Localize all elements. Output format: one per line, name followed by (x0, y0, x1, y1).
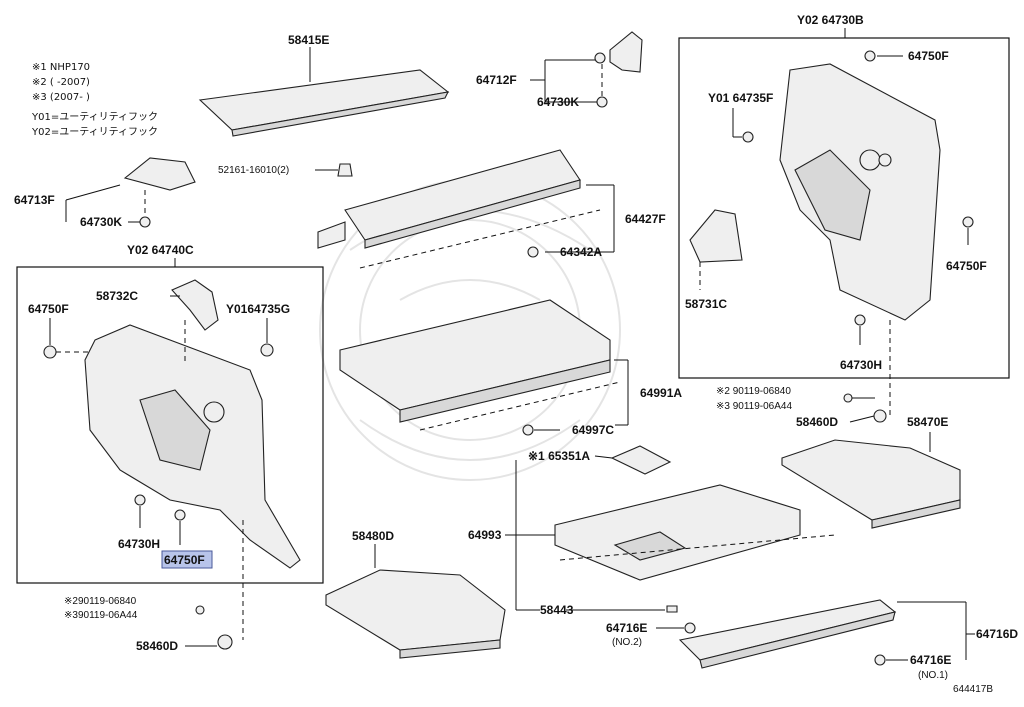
label-52161[interactable]: 52161-16010(2) (218, 165, 289, 176)
fasteners-right[interactable] (732, 50, 974, 415)
label-64750F-tr[interactable]: 64750F (908, 49, 949, 63)
label-58731C[interactable]: 58731C (685, 297, 727, 311)
label-64427F[interactable]: 64427F (625, 212, 666, 226)
label-64997C[interactable]: 64997C (572, 423, 614, 437)
part-65351A[interactable] (594, 445, 672, 475)
label-58443[interactable]: 58443 (540, 603, 574, 617)
label-note2-right[interactable]: ※2 90119-06840 (716, 386, 791, 397)
diagram-id: 644417B (953, 684, 993, 695)
label-note2-left[interactable]: ※290119-06840 (64, 596, 137, 607)
fastener-58460D-r[interactable] (843, 393, 887, 423)
label-64730H-r[interactable]: 64730H (840, 358, 882, 372)
part-64730B-panel[interactable] (779, 63, 941, 321)
part-58732C[interactable] (170, 279, 219, 365)
label-64730K-left[interactable]: 64730K (80, 215, 122, 229)
part-58480D[interactable] (325, 544, 506, 659)
selected-part-highlight[interactable] (161, 550, 213, 569)
part-58731C[interactable] (689, 209, 743, 290)
label-58460D-r[interactable]: 58460D (796, 415, 838, 429)
label-64730K-top[interactable]: 64730K (537, 95, 579, 109)
label-64991A[interactable]: 64991A (640, 386, 682, 400)
label-64993[interactable]: 64993 (468, 528, 502, 542)
label-64716E-top[interactable]: 64716E (606, 621, 647, 635)
part-64993[interactable] (505, 460, 836, 613)
part-64740C-panel[interactable] (84, 324, 301, 569)
part-58415E[interactable] (198, 47, 450, 137)
part-64991A[interactable] (339, 299, 629, 436)
label-58415E[interactable]: 58415E (288, 33, 329, 47)
part-64712F[interactable] (530, 31, 643, 108)
label-y01-64735F[interactable]: Y01 64735F (708, 91, 773, 105)
part-64427F[interactable] (317, 149, 615, 269)
note-1: ※1 NHP170 (32, 62, 90, 73)
label-64750F-l[interactable]: 64750F (28, 302, 69, 316)
label-64713F[interactable]: 64713F (14, 193, 55, 207)
label-note3-right[interactable]: ※3 90119-06A44 (716, 401, 792, 412)
box-64730B (678, 37, 1010, 379)
note-y01: Y01=ユーティリティフック (31, 111, 158, 123)
part-64716D[interactable] (656, 599, 975, 669)
fastener-58460D-l[interactable] (185, 605, 233, 650)
label-58480D[interactable]: 58480D (352, 529, 394, 543)
label-y02-64740C[interactable]: Y02 64740C (127, 243, 194, 257)
label-64716E-top-sub: (NO.2) (612, 637, 642, 648)
notes-block: ※1 NHP170 ※2 ( -2007) ※3 (2007- ) Y01=ユー… (31, 62, 158, 138)
box-64740C (16, 266, 324, 584)
label-65351A[interactable]: ※1 65351A (528, 449, 590, 463)
label-64716E-bot-sub: (NO.1) (918, 670, 948, 681)
label-58732C[interactable]: 58732C (96, 289, 138, 303)
label-64716E-bot[interactable]: 64716E (910, 653, 951, 667)
label-y01-64735G[interactable]: Y0164735G (226, 302, 290, 316)
label-58470E[interactable]: 58470E (907, 415, 948, 429)
clip-52161[interactable] (315, 163, 353, 177)
note-2: ※2 ( -2007) (32, 77, 90, 88)
label-note3-left[interactable]: ※390119-06A44 (64, 610, 138, 621)
label-64342A[interactable]: 64342A (560, 245, 602, 259)
label-64730H-l[interactable]: 64730H (118, 537, 160, 551)
part-58470E[interactable] (781, 432, 961, 529)
label-64712F[interactable]: 64712F (476, 73, 517, 87)
part-64713F[interactable] (65, 157, 196, 228)
note-y02: Y02=ユーティリティフック (31, 126, 158, 138)
label-64716D[interactable]: 64716D (976, 627, 1018, 641)
label-y02-64730B[interactable]: Y02 64730B (797, 13, 864, 27)
note-3: ※3 (2007- ) (32, 92, 90, 103)
fasteners-left[interactable] (43, 318, 274, 640)
label-64750F-selected[interactable]: 64750F (164, 553, 205, 567)
label-58460D-l[interactable]: 58460D (136, 639, 178, 653)
label-64750F-r[interactable]: 64750F (946, 259, 987, 273)
